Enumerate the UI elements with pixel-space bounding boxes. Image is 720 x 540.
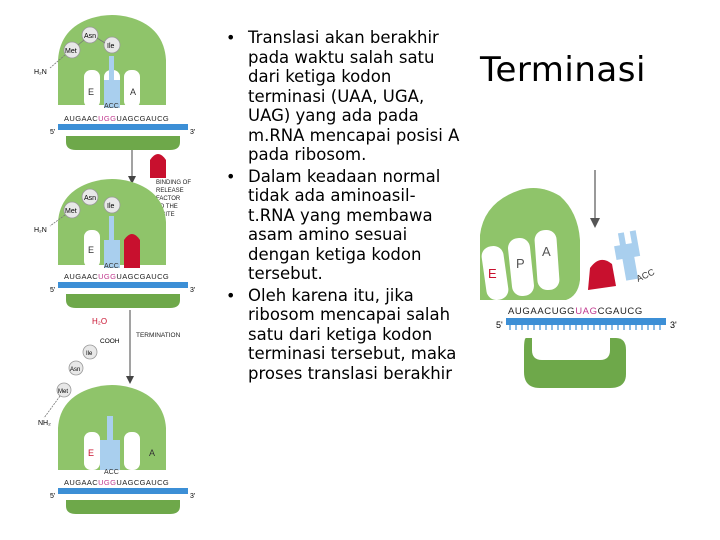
five-prime: 5' bbox=[496, 320, 503, 330]
stage-2: E ACC Asn Met Ile H₂N AUGAACUGGUAGCGAUCG… bbox=[34, 179, 195, 308]
trna-tile bbox=[534, 229, 560, 291]
bullet-item: Translasi akan berakhir pada waktu salah… bbox=[226, 28, 462, 165]
release-factor-bound bbox=[124, 234, 140, 268]
five-prime: 5' bbox=[50, 493, 55, 500]
site-a-label: A bbox=[542, 244, 551, 259]
mrna-strand bbox=[506, 318, 666, 325]
peptide-bond bbox=[77, 39, 85, 46]
peptide-bond bbox=[49, 214, 66, 227]
mrna-sequence: AUGAACUGGUAGCGAUCG bbox=[64, 272, 169, 281]
met-label: Met bbox=[65, 48, 77, 55]
amino-acid-met bbox=[56, 382, 72, 398]
peptide-chain bbox=[43, 395, 61, 419]
trna-tile bbox=[124, 432, 140, 470]
asn-label: Asn bbox=[84, 195, 96, 202]
termination-stages-diagram: E A ACC Asn Met Ile H₂N AUGAACUGGUAGCGAU… bbox=[34, 15, 195, 514]
stage-3: E A ACC AUGAACUGGUAGCGAUCG 5' 3' bbox=[50, 385, 195, 514]
nh2-label: NH₂ bbox=[38, 420, 51, 427]
trna-p-site bbox=[104, 216, 120, 268]
ribosome-small-subunit bbox=[66, 136, 180, 150]
site-a-label: A bbox=[149, 448, 155, 458]
small-subunit-groove bbox=[532, 338, 610, 360]
site-e-label: E bbox=[88, 245, 94, 255]
mrna-strand bbox=[58, 282, 188, 288]
arrowhead bbox=[590, 218, 600, 228]
ile-label: Ile bbox=[107, 43, 115, 50]
three-prime: 3' bbox=[190, 493, 195, 500]
amino-acid-ile bbox=[103, 36, 121, 54]
met-label: Met bbox=[65, 208, 77, 215]
amino-acid-asn bbox=[81, 26, 99, 44]
termination-detail-diagram: E P A ACC AUGAACUGGUAGCGAUCG 5' 3' bbox=[480, 170, 677, 388]
asn-label: Asn bbox=[84, 33, 96, 40]
trna-tile bbox=[84, 70, 100, 108]
mrna-sequence: AUGAACUGGUAGCGAUCG bbox=[508, 306, 643, 317]
arrowhead bbox=[128, 176, 136, 184]
anticodon-label: ACC bbox=[635, 267, 657, 284]
five-prime: 5' bbox=[50, 287, 55, 294]
trna-tile bbox=[84, 230, 100, 268]
trna-tile bbox=[124, 70, 140, 108]
amino-acid-asn bbox=[81, 188, 99, 206]
ile-label: Ile bbox=[86, 351, 93, 357]
ribosome-small-subunit bbox=[66, 294, 180, 308]
amino-acid-met bbox=[63, 201, 81, 219]
released-trna bbox=[614, 230, 641, 281]
asn-label: Asn bbox=[70, 367, 80, 373]
peptide-bond bbox=[49, 54, 66, 69]
met-label: Met bbox=[58, 389, 68, 395]
trna-tile bbox=[84, 432, 100, 470]
mrna-sequence: AUGAACUGGUAGCGAUCG bbox=[64, 478, 169, 487]
site-e-label: E bbox=[488, 266, 497, 281]
amino-acid-asn bbox=[68, 360, 84, 376]
bullet-item: Dalam keadaan normal tidak ada aminoasil… bbox=[226, 167, 462, 284]
trna-p-site bbox=[104, 56, 120, 108]
three-prime: 3' bbox=[190, 129, 195, 136]
site-p-label: P bbox=[516, 256, 525, 271]
stage-1: E A ACC Asn Met Ile H₂N AUGAACUGGUAGCGAU… bbox=[34, 15, 195, 150]
five-prime: 5' bbox=[50, 129, 55, 136]
amine-label: H₂N bbox=[34, 227, 47, 234]
slide-title: Terminasi bbox=[480, 50, 646, 90]
anticodon-label: ACC bbox=[104, 103, 119, 110]
release-factor bbox=[588, 259, 616, 290]
three-prime: 3' bbox=[190, 287, 195, 294]
amino-acid-met bbox=[63, 41, 81, 59]
mrna-sequence: AUGAACUGGUAGCGAUCG bbox=[64, 114, 169, 123]
amino-acid-ile bbox=[82, 344, 98, 360]
trna-tile bbox=[508, 237, 534, 297]
release-factor bbox=[150, 154, 166, 178]
mrna-strand bbox=[58, 488, 188, 494]
mrna-strand bbox=[58, 124, 188, 130]
site-a-label: A bbox=[130, 87, 136, 97]
termination-label: TERMINATION bbox=[136, 332, 181, 339]
site-e-label: E bbox=[88, 448, 94, 458]
cooh-label: COOH bbox=[100, 338, 120, 345]
ribosome-small-subunit bbox=[66, 500, 180, 514]
amino-acid-ile bbox=[103, 196, 121, 214]
anticodon-label: ACC bbox=[104, 469, 119, 476]
bullet-item: Oleh karena itu, jika ribosom mencapai s… bbox=[226, 286, 462, 384]
bullet-list: Translasi akan berakhir pada waktu salah… bbox=[226, 28, 462, 385]
peptide-bond bbox=[96, 37, 106, 44]
trna-p-site bbox=[100, 416, 120, 470]
ile-label: Ile bbox=[107, 203, 115, 210]
water-label: H₂O bbox=[92, 317, 107, 326]
trna-tile bbox=[481, 246, 509, 300]
arrowhead bbox=[126, 376, 134, 384]
anticodon-label: ACC bbox=[104, 263, 119, 270]
three-prime: 3' bbox=[670, 320, 677, 330]
amine-label: H₂N bbox=[34, 69, 47, 76]
mrna-ticks bbox=[509, 325, 661, 330]
site-e-label: E bbox=[88, 87, 94, 97]
